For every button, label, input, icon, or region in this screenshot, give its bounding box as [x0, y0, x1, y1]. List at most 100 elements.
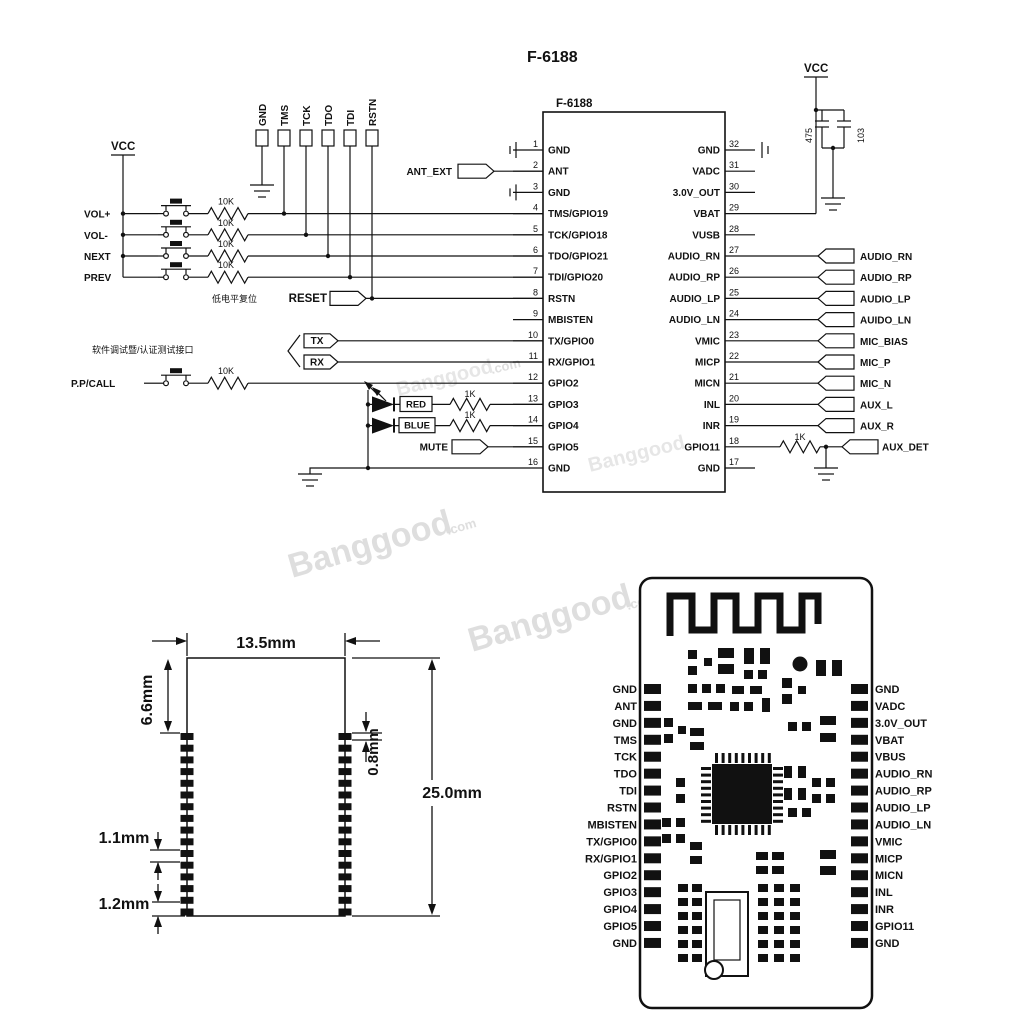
aux-det-label: AUX_DET [882, 443, 929, 454]
signal-flag-label: AUDIO_RN [860, 252, 912, 263]
dim-height: 25.0mm [422, 785, 482, 802]
resistor-value: 10K [218, 239, 234, 249]
header-pin-label: TDO [324, 105, 335, 126]
rx-label: RX [310, 358, 324, 369]
button-label: VOL+ [84, 210, 111, 221]
module-pin-label: 3.0V_OUT [875, 718, 927, 730]
module-pin-label: GPIO11 [875, 921, 914, 933]
capacitor-value: 475 [804, 128, 814, 143]
module-pin-label: VADC [875, 701, 905, 713]
ic-pin-name: VUSB [692, 230, 720, 241]
ic-pin-number: 6 [533, 245, 538, 255]
module-pin-label: VBAT [875, 735, 904, 747]
ic-pin-number: 22 [729, 351, 739, 361]
ic-pin-number: 20 [729, 393, 739, 403]
ic-pin-number: 29 [729, 203, 739, 213]
module-pin-label: AUDIO_RP [875, 786, 932, 798]
static-labels: F-6188 F-6188 VCC VCC ANT_EXT 低电平复位 RESE… [92, 49, 929, 913]
module-pin-label: TDO [614, 769, 638, 781]
ic-pin-number: 9 [533, 309, 538, 319]
module-pin-label: MICN [875, 870, 903, 882]
ic-pin-name: AUDIO_LN [669, 315, 720, 326]
dimension-drawing [150, 633, 440, 934]
ic-pin-name: INL [704, 400, 720, 411]
module-pin-label: GPIO4 [603, 904, 638, 916]
module-pin-label: INR [875, 904, 894, 916]
module-pin-label: MICP [875, 853, 903, 865]
module-pin-label: GPIO5 [603, 921, 637, 933]
ic-pin-number: 31 [729, 160, 739, 170]
ic-pin-number: 16 [528, 457, 538, 467]
dim-bottom-gap: 1.2mm [99, 896, 150, 913]
signal-flag-label: MIC_BIAS [860, 337, 908, 348]
ic-pin-name: VADC [692, 167, 720, 178]
signal-flag-label: AUIDO_LN [860, 316, 911, 327]
header-pin-label: RSTN [368, 99, 379, 126]
ic-pin-name: GND [698, 146, 720, 157]
ic-label: F-6188 [556, 98, 593, 110]
ic-pin-name: ANT [548, 167, 569, 178]
ic-pin-name: MICN [694, 379, 720, 390]
module-pin-label: AUDIO_RN [875, 769, 933, 781]
ic-pin-name: GND [548, 464, 570, 475]
reset-label: RESET [289, 293, 327, 305]
ic-pin-number: 12 [528, 372, 538, 382]
ic-pin-number: 27 [729, 245, 739, 255]
ic-pin-name: 3.0V_OUT [673, 188, 720, 199]
ic-pin-number: 2 [533, 160, 538, 170]
ic-pin-name: MICP [695, 358, 720, 369]
ic-pin-name: AUDIO_RP [668, 273, 720, 284]
signal-flag-label: AUDIO_RP [860, 273, 912, 284]
header-pin-label: TCK [302, 105, 313, 126]
ic-pin-number: 3 [533, 181, 538, 191]
resistor-value: 10K [218, 366, 234, 376]
led-blue-resistor-value: 1K [464, 410, 475, 420]
ic-pin-name: GPIO3 [548, 400, 579, 411]
ic-pin-number: 15 [528, 436, 538, 446]
ant-ext-label: ANT_EXT [406, 167, 452, 178]
module-pin-label: RSTN [607, 803, 637, 815]
ic-pin-name: GPIO5 [548, 442, 579, 453]
ic-pin-name: GPIO2 [548, 379, 579, 390]
signal-flag-label: MIC_P [860, 358, 891, 369]
ic-pin-number: 8 [533, 287, 538, 297]
ic-pin-number: 10 [528, 330, 538, 340]
module-pin-label: MBISTEN [588, 819, 638, 831]
page-title: F-6188 [527, 49, 578, 66]
module-pin-label: VMIC [875, 836, 903, 848]
module-pin-label: TX/GPIO0 [586, 836, 637, 848]
dim-pad-pitch: 1.1mm [99, 830, 150, 847]
ic-pin-name: GPIO4 [548, 421, 579, 432]
ic-pin-name: INR [703, 421, 721, 432]
ic-pin-number: 26 [729, 266, 739, 276]
module-pin-label: ANT [614, 701, 637, 713]
led-blue-label: BLUE [404, 421, 430, 432]
module-pin-label: GND [613, 718, 638, 730]
ic-pin-number: 19 [729, 415, 739, 425]
ic-pin-number: 28 [729, 224, 739, 234]
vcc-right-label: VCC [804, 63, 828, 75]
module-pin-label: AUDIO_LP [875, 803, 931, 815]
ic-pin-name: VMIC [695, 336, 720, 347]
module-pin-label: VBUS [875, 752, 906, 764]
led-red-resistor-value: 1K [464, 389, 475, 399]
ic-pin-number: 30 [729, 181, 739, 191]
module-pin-label: INL [875, 887, 893, 899]
header-pin-label: TDI [346, 110, 357, 126]
ic-pin-name: TDO/GPIO21 [548, 252, 608, 263]
schematic-section: 1GND2ANT3GND4TMS/GPIO195TCK/GPIO186TDO/G… [71, 76, 912, 487]
button-label: NEXT [84, 252, 111, 263]
ic-pin-name: TX/GPIO0 [548, 336, 595, 347]
module-pin-label: GND [613, 938, 638, 950]
ic-pin-name: VBAT [694, 209, 720, 220]
ic-pin-name: GND [548, 188, 570, 199]
module-pin-label: GND [875, 938, 900, 950]
ic-pin-number: 4 [533, 203, 538, 213]
module-pin-label: TCK [614, 752, 637, 764]
ic-pin-number: 5 [533, 224, 538, 234]
dim-pad-width: 0.8mm [365, 728, 382, 776]
button-label: P.P/CALL [71, 379, 115, 390]
